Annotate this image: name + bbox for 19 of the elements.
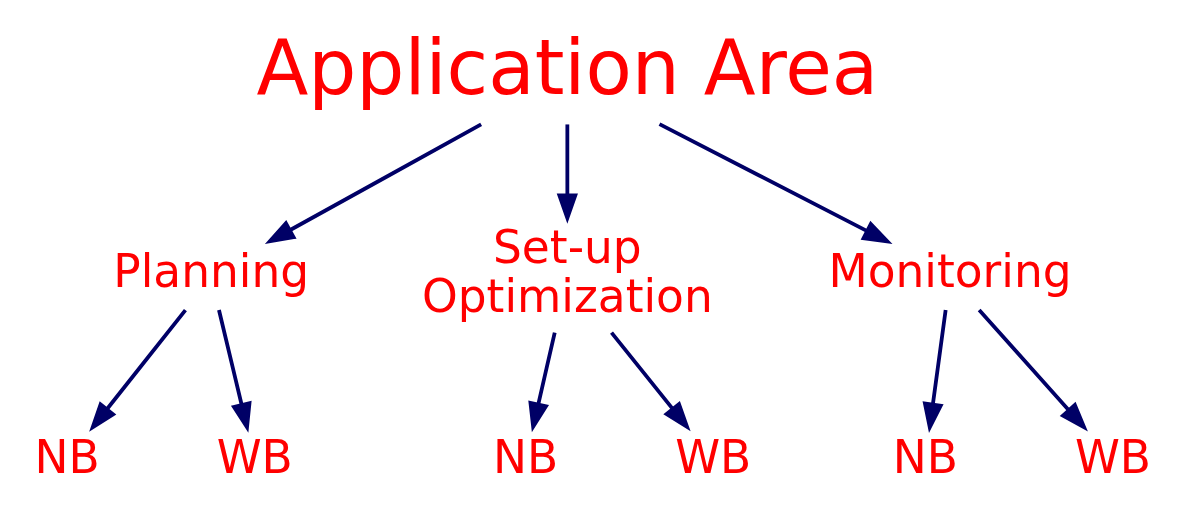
arrow bbox=[922, 309, 948, 433]
arrow bbox=[89, 308, 187, 432]
node-text: NB bbox=[34, 431, 100, 485]
node-text: Set-up Optimization bbox=[421, 220, 713, 324]
node-text: WB bbox=[675, 431, 752, 485]
arrow bbox=[977, 308, 1088, 432]
arrow bbox=[528, 332, 557, 433]
node-text: NB bbox=[892, 431, 958, 485]
node-text: NB bbox=[493, 431, 559, 485]
node-text: WB bbox=[1074, 431, 1152, 485]
arrow bbox=[610, 331, 691, 432]
arrow bbox=[264, 122, 483, 245]
arrow bbox=[217, 309, 252, 433]
node-text: Monitoring bbox=[828, 245, 1072, 299]
node-text: Application Area bbox=[256, 23, 879, 112]
node-text: WB bbox=[216, 431, 293, 485]
node-text: Planning bbox=[113, 245, 310, 299]
arrow bbox=[556, 124, 578, 224]
arrow bbox=[658, 122, 893, 245]
